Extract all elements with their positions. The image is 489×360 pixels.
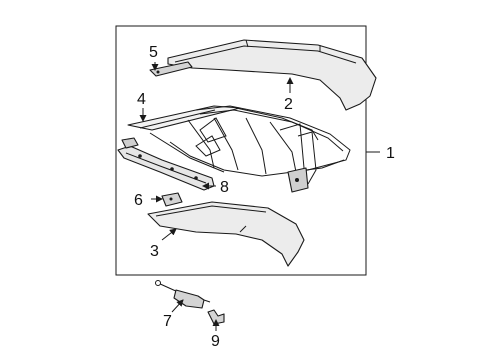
callout-3: 3 [150,243,159,260]
headliner-panel [147,201,305,267]
roof-frame [127,105,351,193]
callout-1: 1 [386,145,395,162]
roof-top-panel [167,39,377,111]
side-latch [161,192,183,207]
callout-4: 4 [137,91,146,108]
callout-6: 6 [134,192,143,209]
callout-8: 8 [220,179,229,196]
hydraulic-cylinder [155,280,211,309]
front-bracket [149,61,193,77]
callout-9: 9 [211,333,220,350]
latch-rail [117,137,215,191]
callout-leader-3 [161,228,177,241]
assembly-frame [115,25,367,276]
callout-leader-7 [171,299,184,313]
callout-2: 2 [284,96,293,113]
callout-5: 5 [149,44,158,61]
callout-7: 7 [163,313,172,330]
